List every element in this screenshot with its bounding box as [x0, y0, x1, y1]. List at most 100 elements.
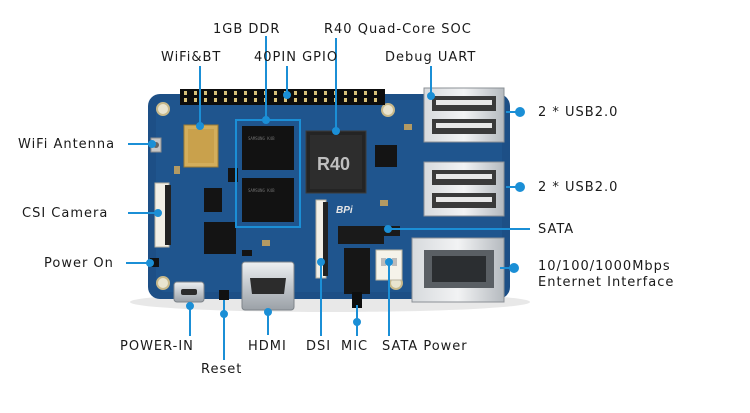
leader-uart-dot — [427, 92, 435, 100]
smd-component — [404, 124, 412, 130]
gpio-pin — [224, 98, 227, 102]
hdmi-opening — [250, 278, 286, 294]
label-power-on: Power On — [44, 256, 114, 271]
leader-reset-dot — [220, 310, 228, 318]
pmu-chip — [204, 222, 236, 254]
label-ddr: 1GB DDR — [213, 22, 281, 37]
gpio-pin — [254, 98, 257, 102]
leader-power-in-dot — [186, 302, 194, 310]
gpio-pin — [324, 91, 327, 95]
label-dsi: DSI — [306, 339, 332, 354]
usb-port-tongue — [436, 174, 492, 179]
gpio-pin — [304, 98, 307, 102]
label-soc: R40 Quad-Core SOC — [324, 22, 472, 37]
gpio-pin — [314, 91, 317, 95]
usb-port-tongue — [436, 100, 492, 105]
gpio-pin — [254, 91, 257, 95]
label-csi: CSI Camera — [22, 206, 109, 221]
gpio-pin — [194, 91, 197, 95]
label-hdmi: HDMI — [248, 339, 287, 354]
gpio-pin — [184, 98, 187, 102]
gpio-header — [180, 89, 385, 105]
leader-usb-top-dot — [515, 107, 525, 117]
leader-dsi-dot — [317, 258, 325, 266]
label-sata-power: SATA Power — [382, 339, 468, 354]
power-led — [150, 258, 159, 267]
label-usb-top: 2 * USB2.0 — [538, 105, 619, 120]
leader-gpio-dot — [283, 91, 291, 99]
leader-csi-dot — [154, 209, 162, 217]
gpio-pin — [184, 91, 187, 95]
logo-chip — [375, 145, 397, 167]
gpio-pin — [344, 91, 347, 95]
gpio-pin — [294, 98, 297, 102]
small-chip — [228, 168, 238, 182]
label-reset: Reset — [201, 362, 243, 377]
label-sata: SATA — [538, 222, 575, 237]
smd-component — [262, 240, 270, 246]
label-usb-bottom: 2 * USB2.0 — [538, 180, 619, 195]
power-in-opening — [181, 289, 197, 295]
gpio-pin — [244, 98, 247, 102]
smd-component — [380, 200, 388, 206]
gpio-pin — [374, 91, 377, 95]
mount-hole — [156, 102, 170, 116]
reset-button — [219, 290, 229, 300]
gpio-pin — [214, 98, 217, 102]
leader-hdmi-dot — [264, 308, 272, 316]
leader-power-on-dot — [146, 259, 154, 267]
gpio-pin — [364, 98, 367, 102]
smd-component — [242, 250, 252, 256]
sata-power-pin — [381, 258, 386, 266]
gpio-pin — [314, 98, 317, 102]
gpio-pin — [284, 98, 287, 102]
leader-sata-power-dot — [385, 258, 393, 266]
label-ethernet-line1: 10/100/1000Mbps — [538, 259, 671, 274]
gpio-pin — [304, 91, 307, 95]
label-uart: Debug UART — [385, 50, 477, 65]
gpio-pin — [354, 91, 357, 95]
wifi-bt-module-shield — [188, 129, 214, 163]
gpio-pin — [374, 98, 377, 102]
gpio-pin — [224, 91, 227, 95]
label-wifibt: WiFi&BT — [161, 50, 222, 65]
leader-ddr-dot — [262, 116, 270, 124]
leader-sata-dot — [384, 225, 392, 233]
ddr-chip-marking: SAMSUNG K4B — [248, 136, 275, 141]
smd-component — [174, 166, 180, 174]
gpio-pin — [244, 91, 247, 95]
gpio-pin — [294, 91, 297, 95]
gpio-pin — [364, 91, 367, 95]
label-wifi-antenna: WiFi Antenna — [18, 137, 116, 152]
usb-port-tongue — [436, 123, 492, 128]
ddr-chip-1 — [242, 126, 294, 170]
mount-hole — [381, 103, 395, 117]
ethernet-port-inner — [432, 256, 486, 282]
label-mic: MIC — [341, 339, 369, 354]
ddr-chip-2 — [242, 178, 294, 222]
soc-chip-bevel — [310, 135, 362, 189]
label-power-in: POWER-IN — [120, 339, 194, 354]
leader-wifibt-dot — [196, 122, 204, 130]
gpio-header-base — [180, 89, 385, 105]
leader-soc-dot — [332, 127, 340, 135]
gpio-pin — [354, 98, 357, 102]
mic-jack — [344, 248, 370, 294]
ddr-chip-marking: SAMSUNG K4B — [248, 188, 275, 193]
sata-power-pin — [392, 258, 397, 266]
bpi-logo: BPi — [336, 205, 353, 216]
leader-lines — [126, 36, 530, 360]
dsi-connector-latch — [323, 202, 328, 276]
leader-mic-dot — [353, 318, 361, 326]
usb-port-tongue — [436, 197, 492, 202]
gpio-pin — [274, 98, 277, 102]
mount-hole — [156, 276, 170, 290]
mic-jack-barrel — [352, 292, 362, 308]
leader-usb-bottom-dot — [515, 182, 525, 192]
leader-wifi-antenna-dot — [148, 140, 156, 148]
gpio-pin — [324, 98, 327, 102]
gpio-pin — [234, 91, 237, 95]
label-ethernet-line2: Enternet Interface — [538, 275, 675, 290]
